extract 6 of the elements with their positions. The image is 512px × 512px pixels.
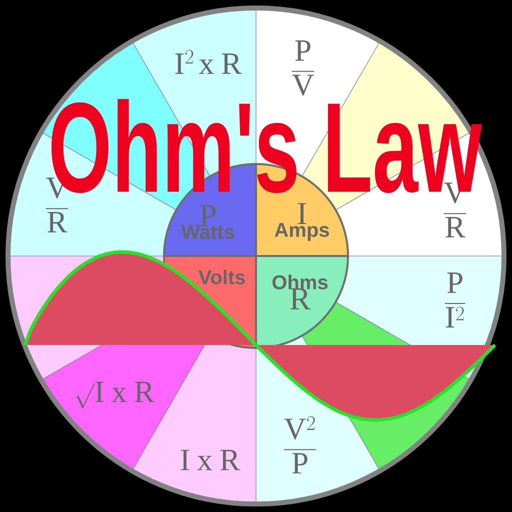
formula: $\surd\mathrm{I}\;\mathrm{x}\;\mathrm{R}$ <box>75 382 154 408</box>
formula: $\frac{\mathrm{P}}{\mathrm{V}}$ <box>292 40 314 96</box>
formula: $\mathrm{I}^{2}\,\mathrm{x}\;\mathrm{R}$ <box>175 50 242 74</box>
formula: $\frac{\mathrm{V}^{2}}{\mathrm{P}}$ <box>284 416 316 474</box>
formula: $\frac{\mathrm{P}}{\mathrm{I}^{2}}$ <box>444 272 466 328</box>
formula: $\mathrm{I}\;\mathrm{x}\;\mathrm{R}$ <box>180 450 240 470</box>
